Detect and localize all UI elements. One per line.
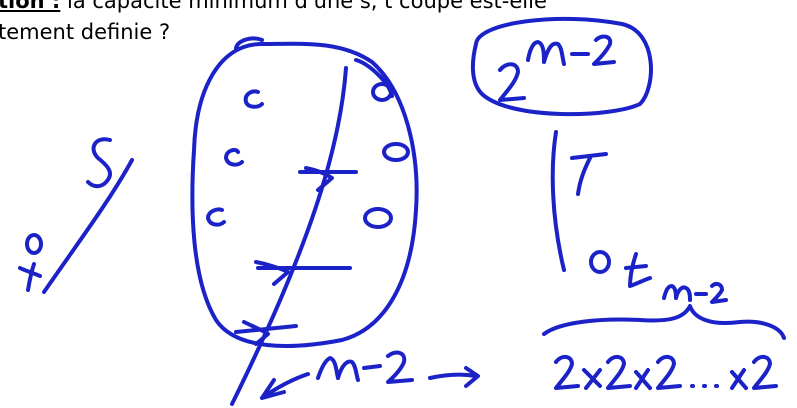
formula-exponent-2 [592,34,616,66]
product-x-b [634,368,652,390]
product-2-b [606,355,632,390]
oval-tick [234,36,264,50]
product-2-d [752,355,778,390]
n-minus-2-bottom [316,350,414,384]
left-small-r [18,262,42,292]
node-circle-4 [382,142,410,162]
cut-arrow-3 [234,320,298,346]
t-small-letter [624,252,652,288]
oval-top-stroke [354,58,394,98]
o-letter [589,250,611,274]
bottom-left-arrow [260,372,310,400]
node-circle-6 [363,207,393,229]
left-small-o [25,233,43,255]
right-arrow-to-product [428,366,480,388]
question-label: tion : [0,0,61,13]
t-letter [570,152,608,196]
question-text: la capacite minimum d'une s, t coupe est… [60,0,547,13]
formula-base-2 [498,62,526,102]
big-oval [190,41,419,348]
node-circle-5 [206,207,226,227]
cut-line [230,66,348,406]
curly-brace [542,304,786,340]
node-circle-1 [243,89,264,109]
source-label-s [86,137,112,189]
product-2-a [554,355,580,390]
cut-arrow-2 [254,260,352,286]
brace-label-n-2 [662,281,728,304]
product-x-a [582,368,602,390]
left-slash-line [42,158,134,294]
node-circle-3 [224,148,244,167]
slide-question-line-2: tement definie ? [0,20,171,44]
product-x-c [730,368,748,390]
formula-exponent-n [526,40,566,66]
formula-oval [470,16,653,117]
product-2-c [656,355,682,390]
cut-arrow-1 [298,166,358,192]
bracket-line [550,130,566,272]
slide-question-line-1: tion : la capacite minimum d'une s, t co… [0,0,547,12]
